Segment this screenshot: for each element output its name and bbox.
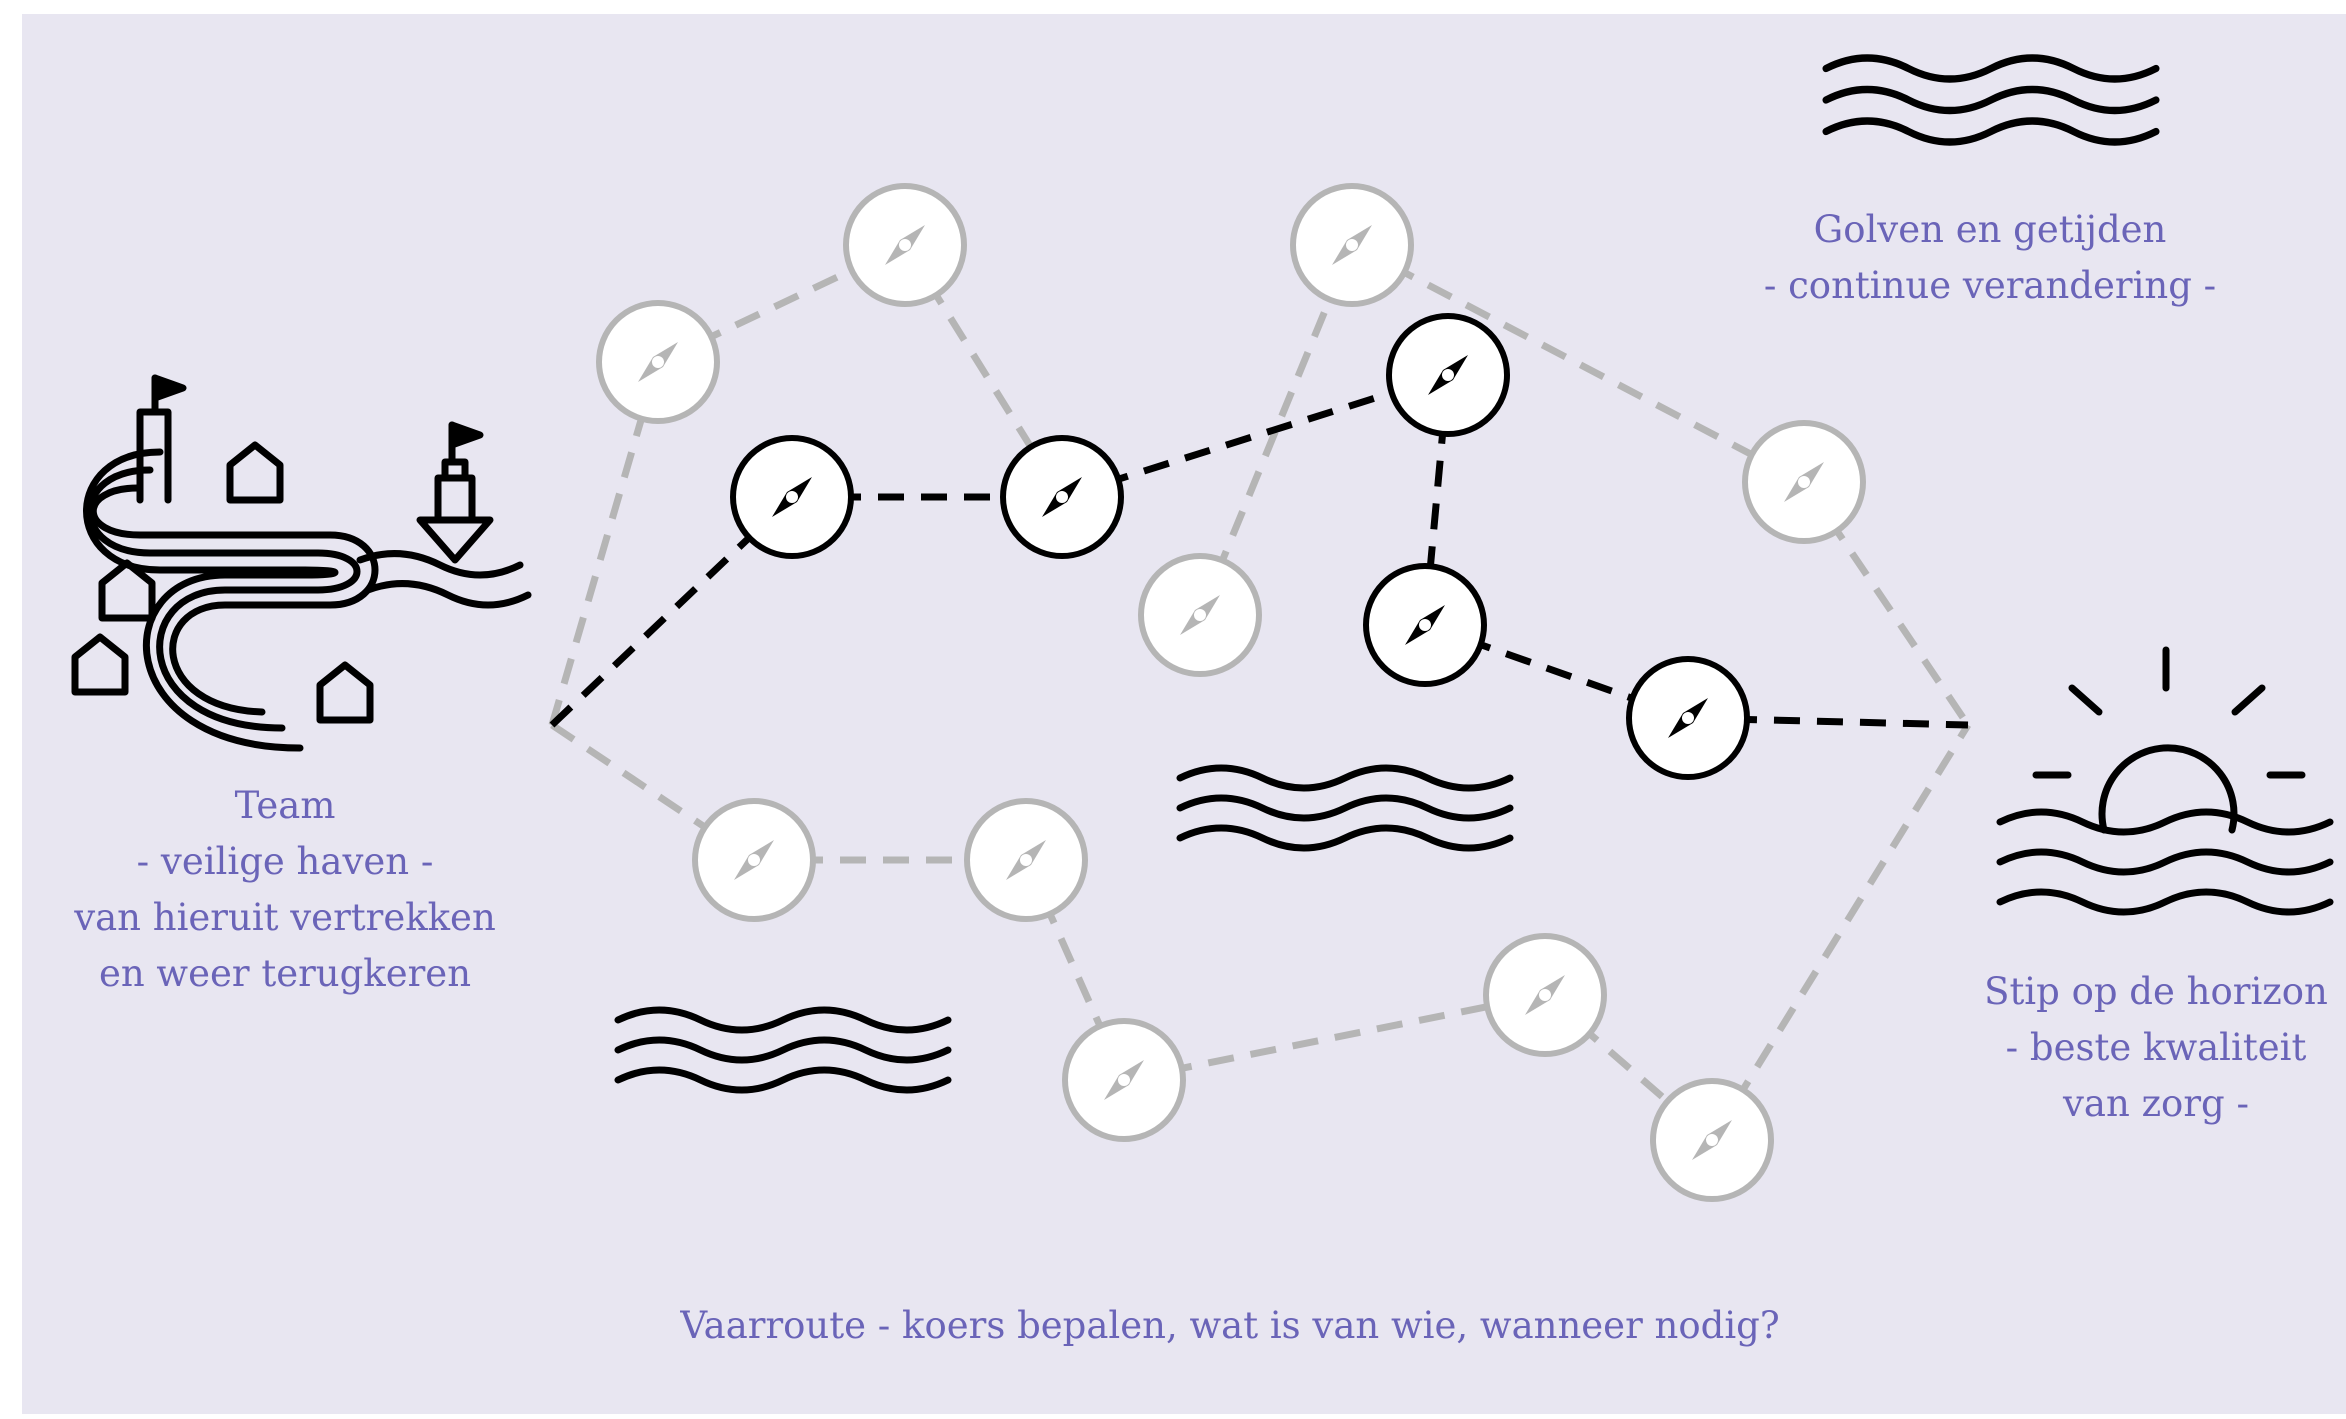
waves-tides-label: Golven en getijden - continue veranderin… <box>1720 202 2260 314</box>
horizon-label-line: - beste kwaliteit <box>2005 1026 2307 1069</box>
sunrise-horizon-icon <box>1996 646 2334 916</box>
horizon-label-line: van zorg - <box>2063 1082 2249 1125</box>
compass-icon <box>1650 1078 1774 1202</box>
route-caption-text: Vaarroute - koers bepalen, wat is van wi… <box>680 1304 1780 1347</box>
team-label-line: van hieruit vertrekken <box>74 896 496 939</box>
compass-icon <box>1626 656 1750 780</box>
horizon-label-line: Stip op de horizon <box>1984 970 2328 1013</box>
team-label-line: en weer terugkeren <box>98 952 472 995</box>
compass-icon <box>1290 183 1414 307</box>
route-caption: Vaarroute - koers bepalen, wat is van wi… <box>560 1298 1900 1354</box>
compass-icon <box>692 798 816 922</box>
compass-icon <box>1062 1018 1186 1142</box>
compass-icon <box>843 183 967 307</box>
waves-icon <box>618 1010 948 1090</box>
team-harbor-label: Team - veilige haven - van hieruit vertr… <box>50 778 520 1002</box>
harbor-town-icon <box>71 374 532 752</box>
waves-icon <box>1826 58 2156 142</box>
compass-icon <box>1483 933 1607 1057</box>
compass-icon <box>1363 563 1487 687</box>
waves-label-line: - continue verandering - <box>1763 264 2217 307</box>
compass-icon <box>1138 553 1262 677</box>
waves-icon <box>1180 768 1510 848</box>
compass-icon <box>1386 313 1510 437</box>
compass-icon <box>596 300 720 424</box>
team-label-line: Team <box>234 784 336 827</box>
alternative-route-lines <box>548 241 1971 1143</box>
horizon-goal-label: Stip op de horizon - beste kwaliteit van… <box>1968 964 2344 1132</box>
waves-label-line: Golven en getijden <box>1813 208 2167 251</box>
team-label-line: - veilige haven - <box>136 840 434 883</box>
compass-icon <box>1742 420 1866 544</box>
compass-icon <box>1000 435 1124 559</box>
compass-icon <box>730 435 854 559</box>
compass-icon <box>964 798 1088 922</box>
